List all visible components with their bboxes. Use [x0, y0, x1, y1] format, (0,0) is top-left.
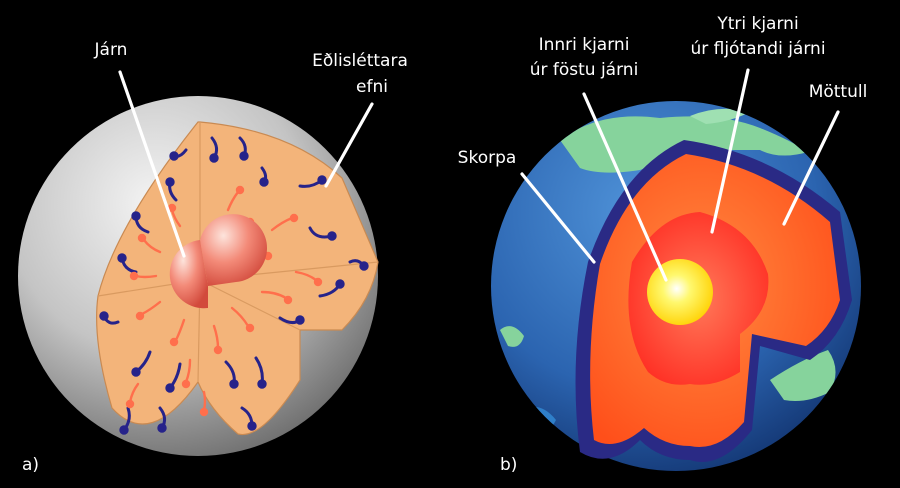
light-drop [230, 306, 255, 333]
light-drop [181, 358, 192, 389]
dense-drop [165, 177, 178, 202]
light-drop [212, 324, 223, 355]
light-drop [125, 382, 140, 409]
leader-outer-core [710, 68, 750, 234]
light-drop [294, 270, 323, 287]
label-crust: Skorpa [458, 148, 517, 168]
label-iron: Járn [94, 40, 128, 60]
dense-drop [165, 362, 182, 393]
dense-drop [348, 259, 369, 271]
light-drop [199, 390, 209, 417]
dense-drop [131, 350, 152, 377]
leader-mantle [782, 110, 840, 226]
dense-drop [318, 279, 345, 298]
inner-core [647, 259, 713, 325]
dense-drop [254, 356, 267, 389]
light-drop [135, 300, 162, 321]
label-lighter-material-line2: efni [356, 77, 388, 97]
light-drop [129, 271, 158, 281]
light-drop [270, 213, 299, 232]
label-lighter-material-line1: Eðlisléttara [312, 51, 408, 71]
light-drop [260, 290, 293, 305]
iron-core [200, 214, 268, 286]
leader-inner-core [582, 92, 668, 282]
dense-drop [99, 311, 120, 325]
light-drop [226, 185, 245, 212]
panel-b-marker: b) [500, 455, 517, 475]
light-drop [167, 203, 182, 228]
dense-drop [119, 406, 131, 435]
dense-drop [278, 315, 305, 325]
label-outer-core-line1: Ytri kjarni [716, 14, 798, 34]
dense-drop [308, 226, 337, 241]
dense-drop [224, 360, 239, 389]
panel-a-marker: a) [22, 455, 39, 475]
label-mantle: Möttull [809, 82, 868, 102]
dense-drop [169, 148, 188, 161]
dense-drop [259, 166, 269, 187]
label-inner-core-line1: Innri kjarni [539, 35, 630, 55]
leader-iron [118, 70, 186, 258]
dense-drop [240, 406, 257, 431]
dense-droplets [99, 136, 369, 435]
leader-crust [520, 172, 596, 264]
label-outer-core-line2: úr fljótandi járni [690, 39, 825, 59]
dense-drop [298, 175, 327, 188]
dense-drop [238, 136, 249, 161]
label-inner-core-line2: úr föstu járni [530, 60, 639, 80]
dense-drop [117, 253, 138, 274]
dense-drop [157, 406, 167, 433]
panel-a: Járn Eðlisléttara efni a) [18, 40, 408, 475]
light-drop [169, 318, 186, 347]
light-drop [137, 233, 162, 254]
dense-drop [209, 136, 219, 163]
leader-lighter-material [324, 102, 374, 188]
panel-b: Skorpa Innri kjarni úr föstu járni Ytri … [458, 14, 868, 475]
dense-drop [131, 211, 150, 234]
